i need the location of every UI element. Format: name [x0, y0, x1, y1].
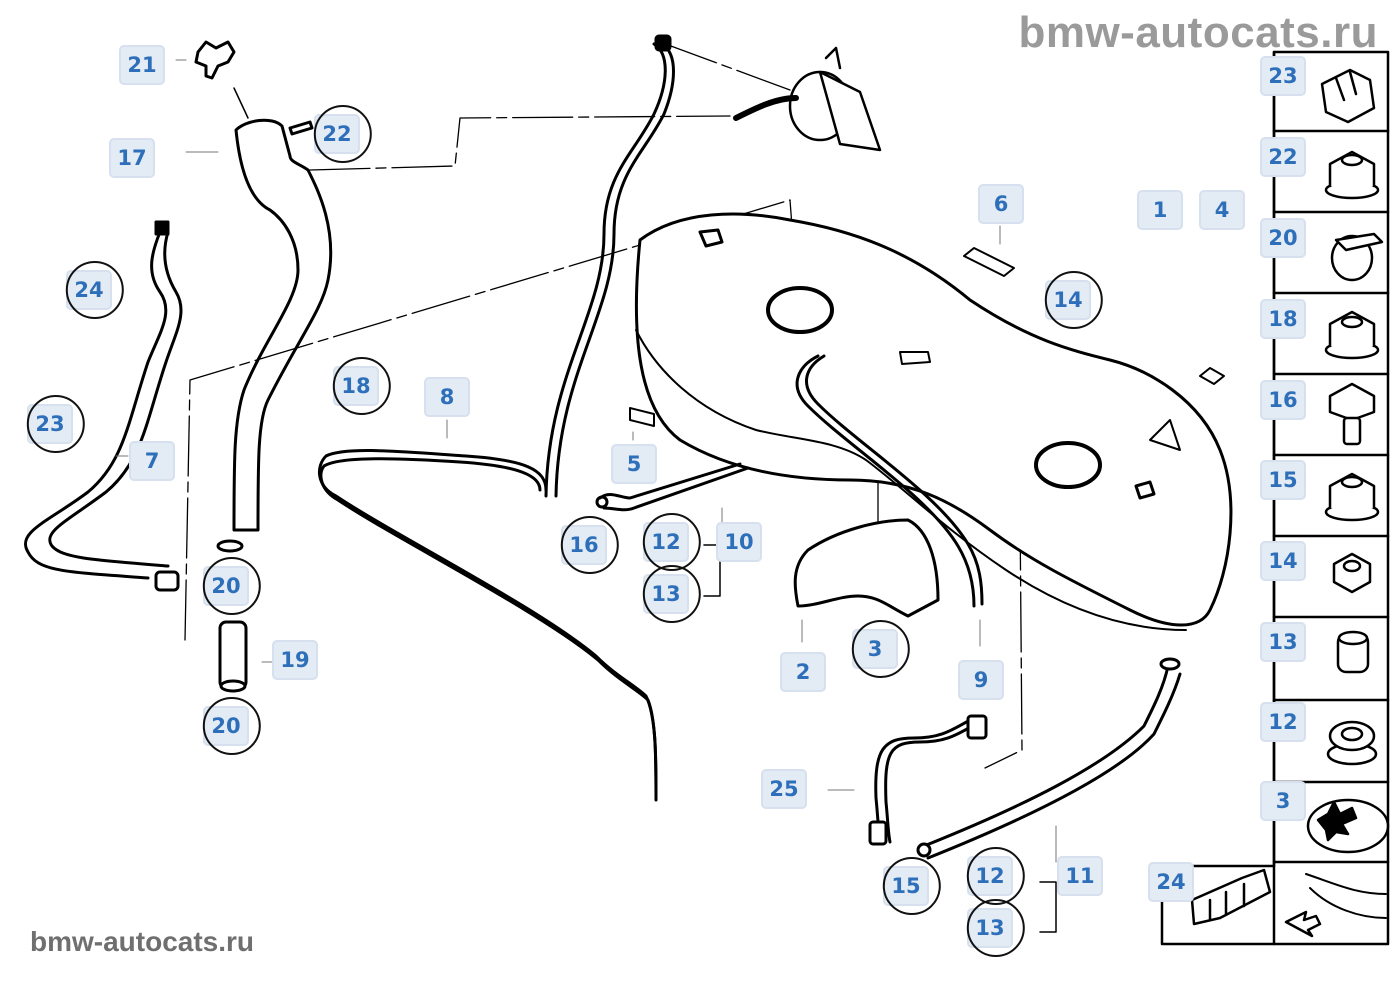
part-callout[interactable]: 10: [716, 522, 762, 562]
side-panel-item-label[interactable]: 23: [1260, 56, 1306, 96]
breather-line-part: [544, 34, 675, 498]
side-panel-item-label[interactable]: 3: [1260, 781, 1306, 821]
side-panel-item-label[interactable]: 12: [1260, 702, 1306, 742]
part-callout[interactable]: 11: [1057, 856, 1103, 896]
part-callout[interactable]: 15: [883, 866, 929, 906]
part-callout[interactable]: 12: [643, 522, 689, 562]
part-callout[interactable]: 22: [314, 114, 360, 154]
part-callout[interactable]: 14: [1045, 280, 1091, 320]
part-callout[interactable]: 6: [978, 184, 1024, 224]
part-callout[interactable]: 9: [958, 660, 1004, 700]
side-panel-item-label[interactable]: 16: [1260, 380, 1306, 420]
hex-nut-icon: [1332, 552, 1372, 594]
supply-line-part: [795, 354, 984, 608]
part-callout[interactable]: 17: [109, 138, 155, 178]
side-panel-item-label[interactable]: 18: [1260, 299, 1306, 339]
part-callout[interactable]: 2: [780, 652, 826, 692]
bushing-icon: [1336, 630, 1370, 674]
hose-clamp-icon: [1330, 232, 1384, 282]
part-callout[interactable]: 13: [643, 574, 689, 614]
part-callout[interactable]: 13: [967, 908, 1013, 948]
part-callout[interactable]: 18: [333, 366, 379, 406]
tank-strap-rear-part: [916, 657, 1182, 860]
part-callout[interactable]: 21: [119, 45, 165, 85]
fuel-filter-part: [733, 46, 882, 152]
car-location-arrow-icon: [1284, 873, 1387, 938]
part-callout[interactable]: 24: [66, 270, 112, 310]
flange-nut-icon: [1324, 310, 1380, 360]
filler-cap-part: [194, 40, 236, 80]
line-clip-icon: [1190, 868, 1272, 926]
part-callout[interactable]: 19: [272, 640, 318, 680]
side-panel-item-label[interactable]: 22: [1260, 137, 1306, 177]
fuel-line-part: [317, 449, 658, 802]
side-panel-item-label[interactable]: 20: [1260, 218, 1306, 258]
pad-6-part: [963, 247, 1015, 277]
hose-clip-icon: [1320, 68, 1376, 124]
part-callout[interactable]: 16: [561, 525, 607, 565]
side-panel-item-label[interactable]: 13: [1260, 622, 1306, 662]
hex-bolt-icon: [1328, 382, 1376, 446]
part-callout[interactable]: 8: [424, 377, 470, 417]
watermark-top: bmw-autocats.ru: [1018, 8, 1378, 57]
part-callout[interactable]: 25: [761, 769, 807, 809]
side-panel-item-label[interactable]: 14: [1260, 541, 1306, 581]
part-callout[interactable]: 3: [852, 629, 898, 669]
part-callout[interactable]: 20: [203, 566, 249, 606]
grommet-icon: [1326, 720, 1378, 766]
part-callout[interactable]: 5: [611, 444, 657, 484]
part-callout[interactable]: 4: [1199, 190, 1245, 230]
tank-strap-front-part: [595, 462, 750, 512]
side-panel-item-label[interactable]: 24: [1148, 862, 1194, 902]
push-nut-icon: [1306, 798, 1390, 854]
filler-neck-part: [216, 118, 333, 553]
heat-shield-part: [793, 518, 940, 618]
fuel-tank-part: [634, 212, 1233, 631]
part-callout[interactable]: 20: [203, 706, 249, 746]
rubber-hose-part: [218, 620, 248, 693]
part-callout[interactable]: 23: [27, 404, 73, 444]
part-callout[interactable]: 12: [967, 856, 1013, 896]
watermark-bottom: bmw-autocats.ru: [30, 926, 255, 957]
flange-nut-icon: [1324, 150, 1380, 200]
pad-5-part: [629, 407, 655, 427]
flange-nut-icon: [1324, 472, 1380, 522]
side-panel-item-label[interactable]: 15: [1260, 460, 1306, 500]
leader-line: [233, 87, 249, 119]
part-callout[interactable]: 1: [1137, 190, 1183, 230]
return-line-part: [868, 714, 988, 846]
part-callout[interactable]: 7: [129, 441, 175, 481]
